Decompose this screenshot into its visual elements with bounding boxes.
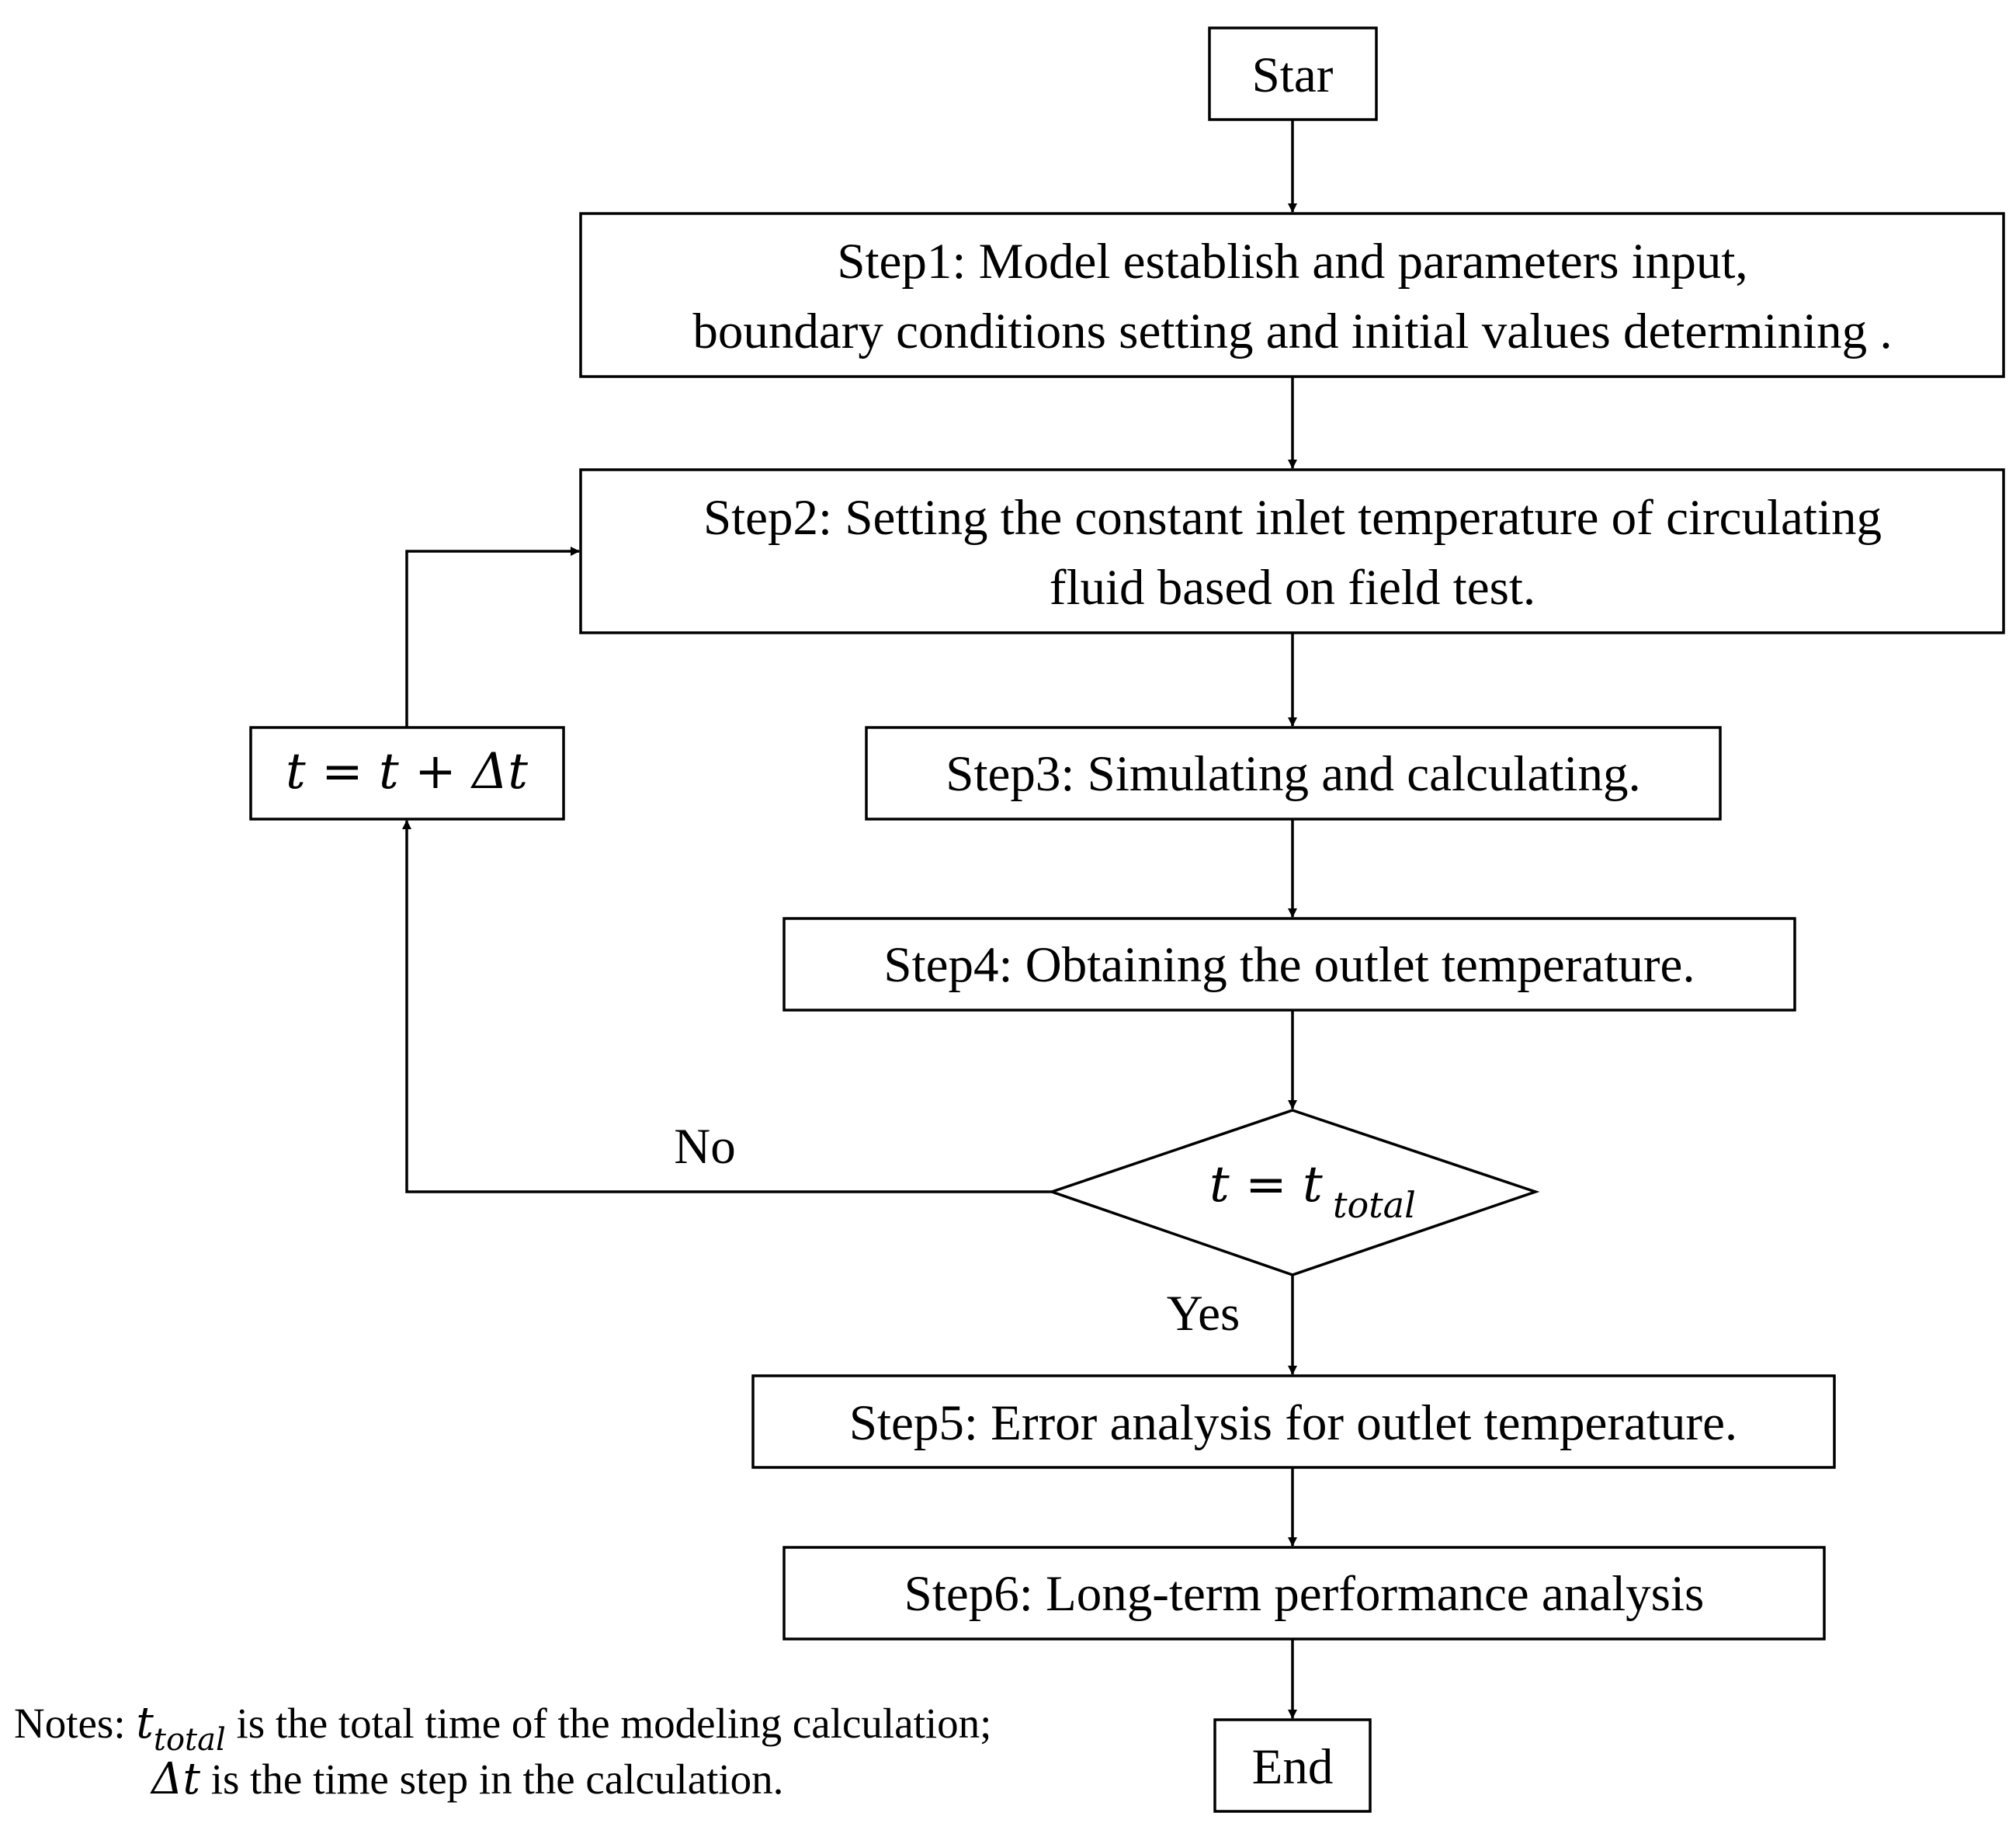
- step1-node: Step1: Model establish and parameters in…: [579, 212, 2005, 378]
- notes-prefix: Notes:: [14, 1700, 136, 1747]
- step2-node: Step2: Setting the constant inlet temper…: [579, 468, 2005, 634]
- edge-label-no: No: [674, 1119, 735, 1175]
- step1-line2: boundary conditions setting and initial …: [692, 304, 1892, 359]
- decision-node: t = t total: [1047, 1109, 1540, 1276]
- notes-t-symbol: t: [136, 1698, 154, 1748]
- step2-line2: fluid based on field test.: [1050, 560, 1535, 616]
- step5-node: Step5: Error analysis for outlet tempera…: [751, 1374, 1836, 1469]
- step4-label: Step4: Obtaining the outlet temperature.: [883, 937, 1695, 993]
- end-node: End: [1213, 1718, 1372, 1813]
- increment-label: t = t + Δt: [286, 743, 528, 800]
- start-label: Star: [1252, 47, 1334, 103]
- notes-line2: Δt is the time step in the calculation.: [150, 1754, 783, 1804]
- step6-label: Step6: Long-term performance analysis: [904, 1566, 1705, 1622]
- step6-node: Step6: Long-term performance analysis: [782, 1546, 1826, 1641]
- step3-node: Step3: Simulating and calculating.: [865, 726, 1722, 821]
- edge-increment-step2: [405, 547, 580, 727]
- edge-decision-increment: [402, 820, 1052, 1193]
- decision-lhs: t = t: [1209, 1156, 1323, 1214]
- notes-t-subscript: total: [154, 1722, 226, 1758]
- decision-subscript: total: [1333, 1184, 1416, 1226]
- end-label: End: [1252, 1739, 1334, 1795]
- notes-line1: Notes: ttotal is the total time of the m…: [14, 1698, 991, 1758]
- notes-line2-text: is the time step in the calculation.: [200, 1755, 783, 1803]
- step4-node: Step4: Obtaining the outlet temperature.: [782, 917, 1796, 1012]
- notes: Notes: ttotal is the total time of the m…: [14, 1698, 991, 1804]
- notes-dt-symbol: Δt: [150, 1754, 200, 1804]
- step5-label: Step5: Error analysis for outlet tempera…: [849, 1395, 1737, 1451]
- edge-label-yes: Yes: [1167, 1286, 1240, 1342]
- step1-line1: Step1: Model establish and parameters in…: [837, 234, 1747, 290]
- notes-line1-text: is the total time of the modeling calcul…: [226, 1700, 992, 1747]
- increment-node: t = t + Δt: [249, 726, 565, 821]
- start-node: Star: [1208, 26, 1378, 121]
- step3-label: Step3: Simulating and calculating.: [946, 746, 1640, 802]
- step2-line1: Step2: Setting the constant inlet temper…: [703, 490, 1882, 546]
